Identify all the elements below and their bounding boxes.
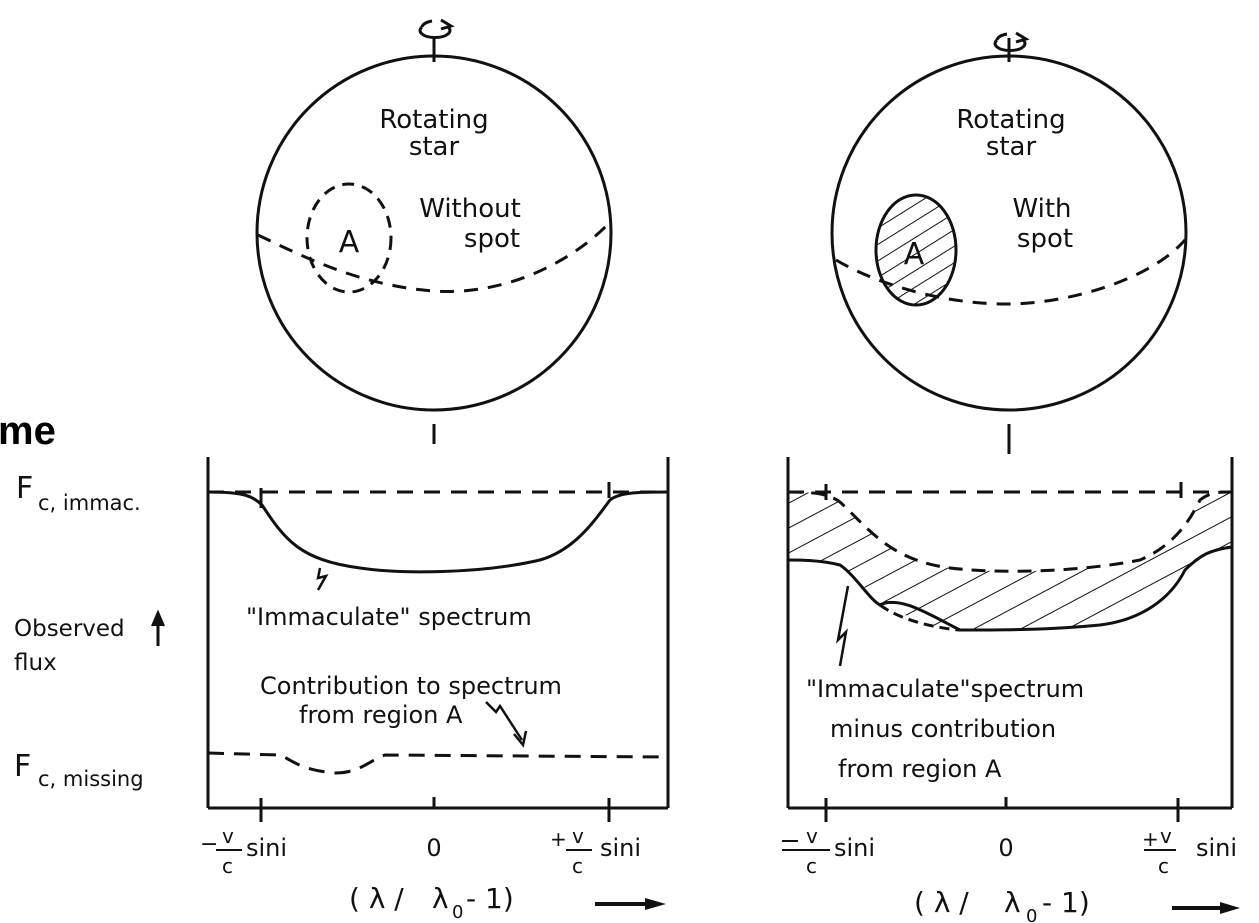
left-immaculate-profile bbox=[207, 490, 669, 574]
right-xlabel-subscript: 0 bbox=[1026, 906, 1037, 923]
right-star-status-line1: With bbox=[1012, 194, 1071, 224]
fc-immac-symbol: F bbox=[16, 471, 33, 506]
left-region-a-outline bbox=[305, 182, 393, 294]
right-immaculate-dashed-profile bbox=[787, 490, 1233, 573]
right-star-title-line2: star bbox=[986, 132, 1037, 162]
left-immaculate-pointer-icon bbox=[316, 567, 329, 591]
left-contribution-pointer-icon bbox=[485, 701, 524, 741]
left-x-axis: − v c sini 0 + v c sini ( λ / λ 0 - 1) bbox=[200, 824, 666, 923]
right-label-line3: from region A bbox=[838, 755, 1002, 783]
right-region-a-label: A bbox=[904, 237, 925, 272]
right-spot-dip-dashed bbox=[879, 603, 961, 632]
left-star-title-line2: star bbox=[409, 132, 460, 162]
left-plus-sini: sini bbox=[600, 834, 641, 862]
left-xlabel-subscript: 0 bbox=[452, 902, 463, 923]
left-plus-v: v bbox=[572, 824, 584, 848]
truncated-heading: me bbox=[0, 409, 56, 453]
left-contribution-line2: from region A bbox=[299, 701, 463, 729]
right-xlabel-open: ( λ / bbox=[914, 886, 969, 919]
left-star: A Rotating star Without spot bbox=[255, 18, 614, 444]
left-xlabel-tail: - 1) bbox=[466, 882, 514, 915]
right-star: A Rotating star With spot bbox=[830, 31, 1188, 454]
right-label-line2: minus contribution bbox=[830, 715, 1056, 743]
right-minus-v: v bbox=[806, 824, 818, 848]
right-plus-sini: sini bbox=[1196, 834, 1237, 862]
left-region-a-label: A bbox=[339, 225, 360, 260]
right-x-arrow-icon bbox=[1172, 902, 1240, 914]
left-minus-v: v bbox=[222, 824, 234, 848]
left-minus-sini: sini bbox=[246, 834, 287, 862]
right-rotation-arrow-icon bbox=[993, 31, 1030, 52]
left-rotation-arrow-icon bbox=[418, 18, 455, 39]
right-star-status-line2: spot bbox=[1017, 224, 1073, 254]
right-star-title-line1: Rotating bbox=[956, 105, 1065, 135]
fc-missing-symbol: F bbox=[14, 749, 31, 784]
right-minus-c: c bbox=[806, 854, 817, 878]
left-immaculate-label: "Immaculate" spectrum bbox=[246, 603, 532, 631]
left-contribution-arrowhead-icon bbox=[513, 730, 528, 748]
left-star-title-line1: Rotating bbox=[379, 105, 488, 135]
up-arrow-icon bbox=[151, 609, 165, 646]
right-plus-v: v bbox=[1160, 824, 1172, 848]
right-xlabel-tail: - 1) bbox=[1042, 886, 1090, 919]
right-minus-sini: sini bbox=[834, 834, 875, 862]
right-hatched-difference-band bbox=[788, 492, 1232, 630]
fc-missing-subscript: c, missing bbox=[38, 767, 144, 791]
left-star-status-line1: Without bbox=[419, 194, 521, 224]
flux-label: flux bbox=[14, 650, 57, 676]
left-star-status-line2: spot bbox=[464, 224, 520, 254]
fc-immac-subscript: c, immac. bbox=[38, 491, 141, 515]
left-equator-dashed bbox=[257, 218, 614, 293]
right-spectrum-panel: "Immaculate"spectrum minus contribution … bbox=[786, 457, 1234, 822]
right-label-line1: "Immaculate"spectrum bbox=[806, 675, 1084, 703]
left-contribution-line1: Contribution to spectrum bbox=[260, 672, 562, 700]
left-plus-c: c bbox=[572, 854, 583, 878]
left-x-arrow-icon bbox=[595, 898, 666, 910]
left-minus-sign: − bbox=[200, 832, 218, 857]
right-pointer-icon bbox=[836, 585, 850, 667]
left-xlabel-lambda0: λ bbox=[432, 882, 449, 915]
left-minus-c: c bbox=[222, 854, 233, 878]
right-zero-label: 0 bbox=[998, 834, 1013, 862]
right-plus-c: c bbox=[1158, 854, 1169, 878]
right-region-a-spot bbox=[874, 193, 958, 307]
y-axis-labels: F c, immac. Observed flux F c, missing bbox=[14, 471, 165, 791]
left-zero-label: 0 bbox=[426, 834, 441, 862]
left-plus-sign: + bbox=[550, 827, 567, 851]
left-missing-contribution-dashed bbox=[207, 751, 669, 775]
right-xlabel-lambda0: λ bbox=[1004, 886, 1021, 919]
right-plus-sign: + bbox=[1142, 827, 1159, 851]
right-observed-spotted-profile bbox=[787, 545, 1233, 632]
right-x-axis: v c sini 0 + v c sini ( λ / λ 0 - 1) bbox=[782, 824, 1240, 923]
left-xlabel-open: ( λ / bbox=[349, 882, 404, 915]
left-spectrum-panel: "Immaculate" spectrum Contribution to sp… bbox=[206, 457, 670, 822]
observed-label: Observed bbox=[14, 616, 125, 642]
